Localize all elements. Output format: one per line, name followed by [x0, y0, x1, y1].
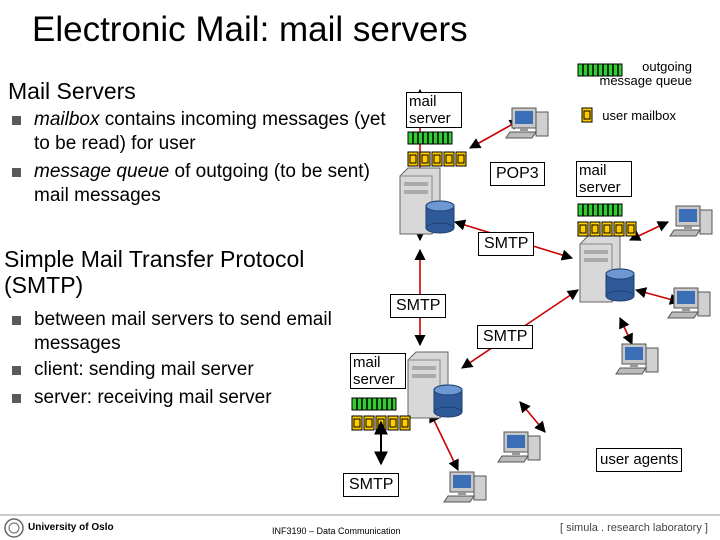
footer-lab: [ simula . research laboratory ] — [560, 522, 708, 534]
bullet-smtp-send: between mail servers to send email messa… — [8, 308, 384, 356]
bullet-text: server: receiving mail server — [34, 387, 272, 408]
user-agent-pc-1 — [505, 107, 549, 139]
mail-server-label-right: mail server — [576, 161, 632, 197]
mailbox-row-right — [577, 221, 637, 237]
bullet-marker-icon — [12, 394, 21, 403]
bullet-text: of outgoing (to be sent) mail messages — [34, 161, 370, 206]
queue-icon — [577, 203, 623, 217]
user-agents-label: user agents — [596, 448, 683, 472]
bullet-marker-icon — [12, 316, 21, 325]
bullet-text: contains incoming messages (yet to be re… — [34, 109, 386, 154]
user-agent-pc-5 — [497, 431, 541, 463]
bullet-mailbox: mailbox contains incoming messages (yet … — [8, 108, 394, 156]
university-seal-icon — [4, 518, 24, 538]
queue-icon — [407, 131, 453, 145]
mailbox-row-top — [407, 151, 467, 167]
legend-mailbox-icon — [581, 107, 593, 123]
bullet-marker-icon — [12, 116, 21, 125]
mail-server-bottom — [407, 351, 463, 419]
pop3-label: POP3 — [490, 162, 545, 186]
bullet-marker-icon — [12, 366, 21, 375]
mail-server-right — [579, 235, 635, 303]
mail-servers-heading: Mail Servers — [8, 78, 136, 104]
user-agent-pc-6 — [443, 471, 487, 503]
bullet-text: between mail servers to send email messa… — [34, 309, 332, 354]
bullet-client: client: sending mail server — [8, 358, 334, 382]
mail-server-top — [399, 167, 455, 235]
bullet-em: message queue — [34, 161, 170, 182]
mail-server-label-bottom: mail server — [350, 353, 406, 389]
user-agent-pc-2 — [669, 205, 713, 237]
legend-outgoing-label: outgoing message queue — [599, 59, 692, 88]
bullet-text: client: sending mail server — [34, 359, 254, 380]
user-agent-pc-3 — [667, 287, 711, 319]
smtp-heading-line1: Simple Mail Transfer Protocol — [4, 246, 305, 272]
smtp-label-2: SMTP — [390, 294, 447, 318]
smtp-heading-line2: (SMTP) — [4, 272, 84, 298]
bullet-queue: message queue of outgoing (to be sent) m… — [8, 160, 374, 208]
smtp-label-3: SMTP — [477, 325, 534, 349]
bullet-em: mailbox — [34, 109, 100, 130]
queue-icon — [351, 397, 397, 411]
bullet-server: server: receiving mail server — [8, 386, 334, 410]
footer-university: University of Oslo — [28, 522, 114, 533]
footer-course: INF3190 – Data Communication — [272, 526, 401, 536]
legend-mailbox-label: user mailbox — [602, 108, 676, 123]
slide-title: Electronic Mail: mail servers — [32, 10, 468, 49]
user-agent-pc-4 — [615, 343, 659, 375]
mail-server-label-top: mail server — [406, 92, 462, 128]
smtp-label-4: SMTP — [343, 473, 400, 497]
bullet-marker-icon — [12, 168, 21, 177]
smtp-label-1: SMTP — [478, 232, 535, 256]
